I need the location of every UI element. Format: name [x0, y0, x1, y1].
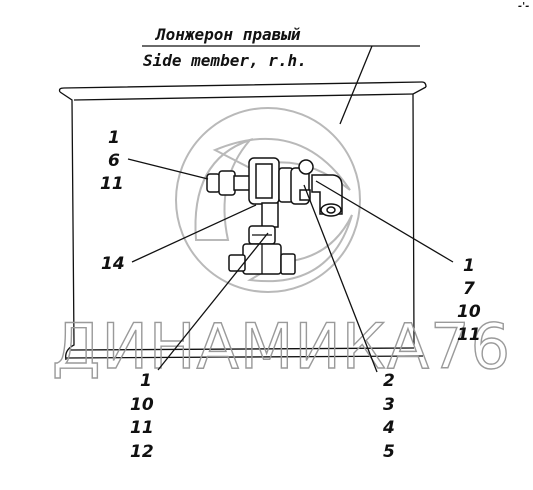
callout-number: 10	[457, 302, 481, 322]
callout-group-bottom-mid: 2 3 4 5	[382, 371, 395, 462]
valve-assembly	[206, 157, 343, 275]
leader-lines	[127, 158, 454, 373]
callout-number: 5	[383, 442, 395, 462]
callout-number: 3	[383, 395, 395, 415]
title-english: Side member, r.h.	[143, 51, 307, 70]
callout-number: 4	[382, 418, 395, 438]
corner-mark: -'-	[518, 1, 529, 12]
side-member-leader	[339, 45, 373, 125]
callout-number: 2	[383, 371, 395, 391]
callout-number: 1	[140, 371, 152, 391]
callout-number: 1	[463, 256, 475, 276]
side-member-rail	[58, 81, 427, 361]
callout-number: 1	[108, 128, 120, 148]
callout-group-left-top: 1 6 11	[100, 128, 124, 194]
callout-number: 10	[130, 395, 154, 415]
callout-number: 7	[463, 279, 475, 299]
callout-group-right: 1 7 10 11	[457, 256, 481, 345]
watermark-text: ДИНАМИКА76	[52, 310, 511, 383]
callout-number: 6	[108, 151, 120, 171]
callout-number: 12	[130, 442, 154, 462]
callout-number: 11	[130, 418, 154, 438]
callout-number: 11	[457, 325, 481, 345]
callout-number: 11	[100, 174, 124, 194]
callout-group-left-mid: 14	[101, 254, 125, 274]
title-russian: Лонжерон правый	[154, 25, 301, 44]
callout-group-bottom-left: 1 10 11 12	[130, 371, 154, 462]
callout-number: 14	[101, 254, 125, 274]
